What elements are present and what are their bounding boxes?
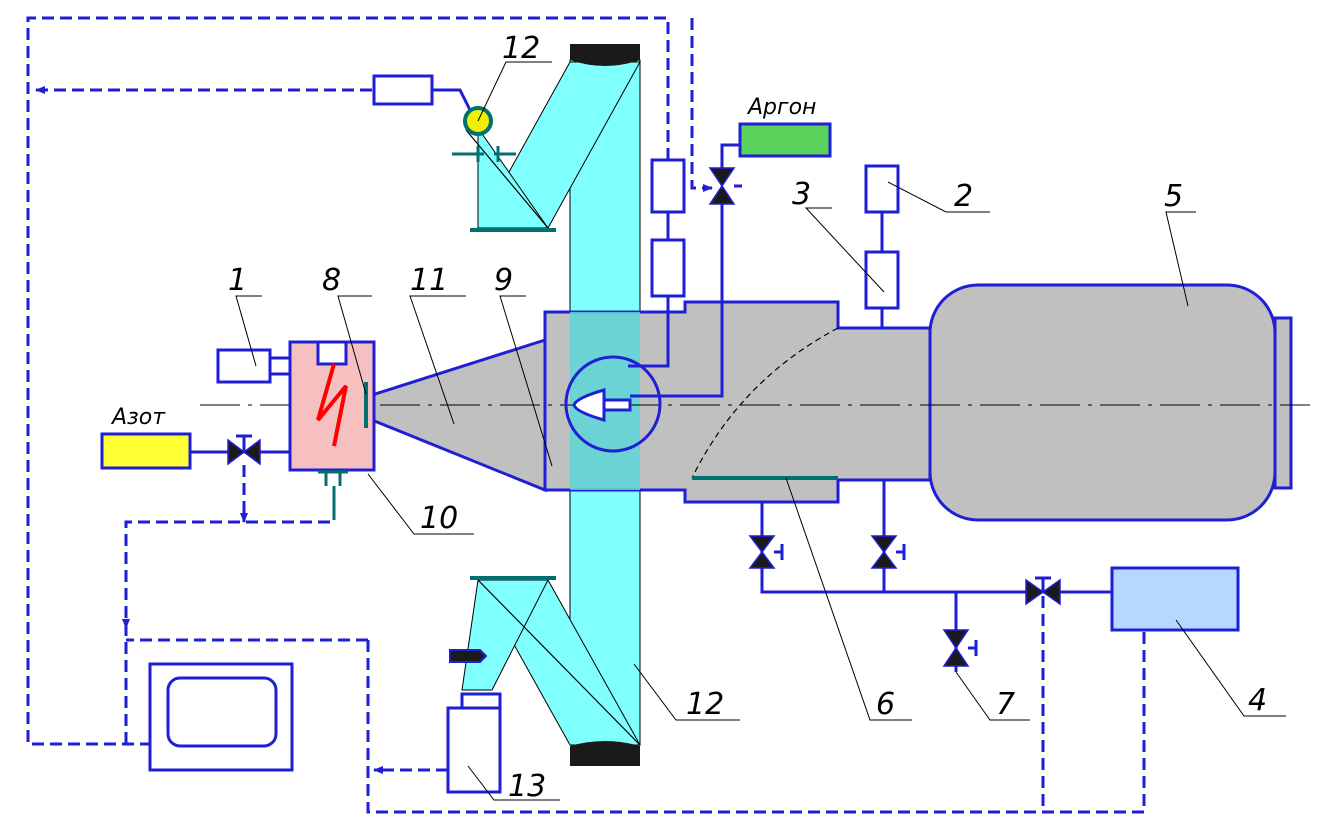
vacuum-chamber (200, 283, 1310, 522)
lamp-box (372, 74, 434, 106)
label-4: 4 (1248, 683, 1267, 718)
receiver-tank-4 (1110, 566, 1240, 632)
label-13: 13 (508, 769, 546, 804)
camera-13 (446, 706, 502, 794)
label-12-top: 12 (502, 31, 540, 66)
power-supply-1 (216, 348, 272, 384)
label-8: 8 (322, 263, 341, 298)
gauge-lower (650, 238, 686, 298)
nozzle-cone-11 (370, 337, 547, 493)
label-9: 9 (494, 263, 513, 298)
model-window (564, 355, 662, 453)
spherical-mirror-bottom (570, 741, 640, 766)
label-6: 6 (876, 687, 895, 722)
label-5: 5 (1164, 179, 1183, 214)
label-3: 3 (792, 177, 811, 212)
electric-arc (316, 363, 348, 447)
dump-tank-5 (928, 283, 1277, 522)
label-10: 10 (420, 501, 458, 536)
label-nitrogen: Азот (110, 405, 166, 430)
label-7: 7 (996, 687, 1015, 722)
label-1: 1 (228, 263, 247, 298)
nitrogen-tank (100, 432, 192, 470)
sensor-2 (864, 164, 900, 214)
spherical-mirror-top (570, 44, 640, 66)
sensor-3 (864, 250, 900, 310)
labels: 1 8 11 9 12 Аргон 3 2 5 Азот 10 12 6 7 4… (110, 31, 1267, 804)
label-argon: Аргон (746, 95, 816, 120)
label-11: 11 (410, 263, 448, 298)
knife-edge (449, 649, 488, 663)
signal-lines (26, 16, 1146, 814)
test-model (572, 388, 606, 422)
leaders (235, 61, 1286, 801)
optical-system (461, 44, 641, 766)
argon-tank (738, 122, 832, 158)
pipes (100, 74, 1240, 794)
label-12-bottom: 12 (686, 687, 724, 722)
label-2: 2 (954, 179, 973, 214)
gauge-upper (650, 158, 686, 214)
